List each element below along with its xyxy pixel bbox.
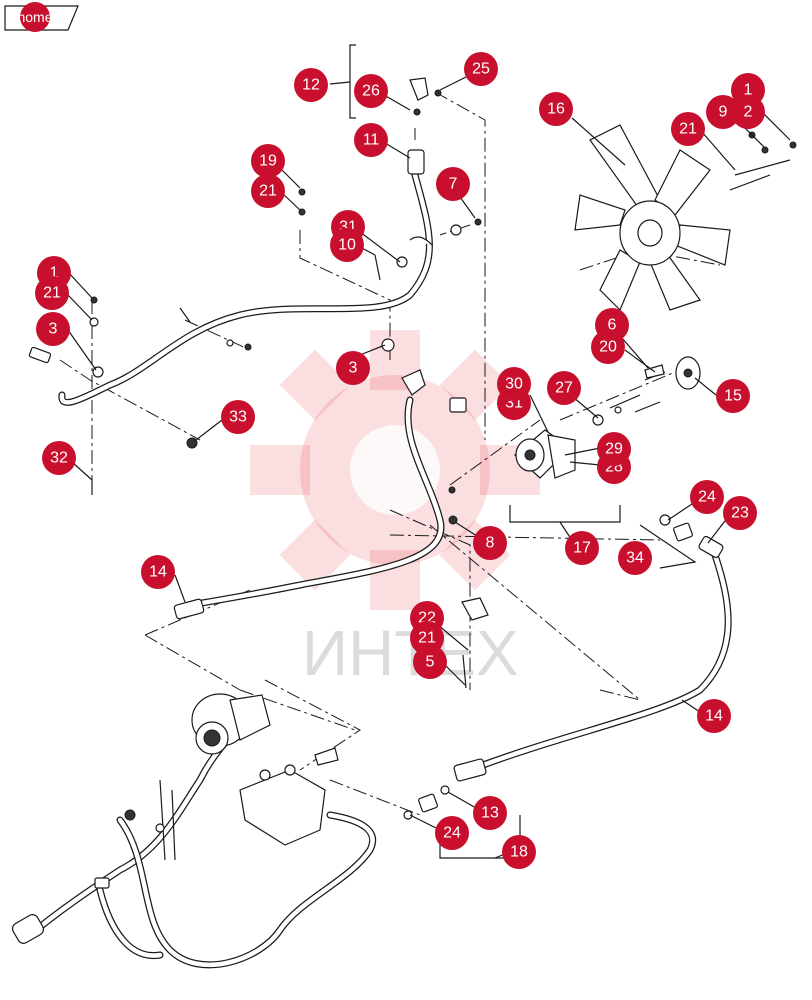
callout-29-label: 29 (605, 441, 623, 458)
callout-10-label: 10 (338, 237, 356, 254)
callout-24-b-label: 24 (443, 825, 461, 842)
callout-14-b-label: 14 (705, 708, 723, 725)
callout-21-b[interactable]: 21 (35, 276, 69, 310)
callout-15-label: 15 (724, 388, 742, 405)
callout-5-label: 5 (426, 654, 435, 671)
callout-10[interactable]: 10 (330, 228, 364, 262)
callout-19[interactable]: 19 (251, 144, 285, 178)
callout-14-a-label: 14 (149, 564, 167, 581)
callout-12[interactable]: 12 (294, 68, 328, 102)
callout-16-label: 16 (547, 101, 565, 118)
callout-30[interactable]: 30 (497, 367, 531, 401)
callout-27-label: 27 (555, 380, 573, 397)
callout-8-label: 8 (486, 535, 495, 552)
callout-13-label: 13 (481, 805, 499, 822)
callout-21-b-label: 21 (43, 285, 61, 302)
callout-15[interactable]: 15 (716, 379, 750, 413)
callout-23-label: 23 (731, 505, 749, 522)
callout-3-b-label: 3 (349, 360, 358, 377)
callout-9-label: 9 (719, 104, 728, 121)
callout-20-label: 20 (599, 339, 617, 356)
callout-2[interactable]: 2 (731, 95, 765, 129)
cooling-fan (574, 124, 797, 312)
callout-32-label: 32 (50, 450, 68, 467)
callout-18[interactable]: 18 (502, 835, 536, 869)
callout-2-label: 2 (744, 104, 753, 121)
callout-21-c[interactable]: 21 (671, 112, 705, 146)
callout-34-label: 34 (626, 550, 644, 567)
callout-26-label: 26 (362, 83, 380, 100)
callout-21-d-label: 21 (418, 630, 436, 647)
callout-21-a-label: 21 (259, 183, 277, 200)
callout-11[interactable]: 11 (354, 123, 388, 157)
callout-20[interactable]: 20 (591, 330, 625, 364)
callout-18-label: 18 (510, 844, 528, 861)
callout-33[interactable]: 33 (221, 400, 255, 434)
callout-3-a-label: 3 (49, 321, 58, 338)
callout-32[interactable]: 32 (42, 441, 76, 475)
callout-24-a-label: 24 (698, 489, 716, 506)
callout-25[interactable]: 25 (464, 52, 498, 86)
home-button-label: home (17, 9, 52, 25)
callout-17-label: 17 (573, 540, 591, 557)
callout-17[interactable]: 17 (565, 531, 599, 565)
callout-25-label: 25 (472, 61, 490, 78)
callout-27[interactable]: 27 (547, 371, 581, 405)
callout-3-a[interactable]: 3 (36, 312, 70, 346)
callout-21-c-label: 21 (679, 121, 697, 138)
callout-9[interactable]: 9 (706, 95, 740, 129)
callout-14-b[interactable]: 14 (697, 699, 731, 733)
callout-24-a[interactable]: 24 (690, 480, 724, 514)
callout-3-b[interactable]: 3 (336, 351, 370, 385)
callout-7[interactable]: 7 (436, 167, 470, 201)
callout-16[interactable]: 16 (539, 92, 573, 126)
callout-12-label: 12 (302, 77, 320, 94)
callout-21-a[interactable]: 21 (251, 174, 285, 208)
home-button[interactable]: home (4, 2, 79, 32)
callout-33-label: 33 (229, 409, 247, 426)
fittings (11, 77, 724, 944)
engine-pump-assembly (94, 693, 339, 889)
watermark-text: ИНТЕХ (302, 617, 519, 689)
callout-13[interactable]: 13 (473, 796, 507, 830)
callout-30-label: 30 (505, 376, 523, 393)
callout-24-b[interactable]: 24 (435, 816, 469, 850)
callout-7-label: 7 (449, 176, 458, 193)
callout-34[interactable]: 34 (618, 541, 652, 575)
fan-drive-hub (644, 356, 701, 390)
callout-6-label: 6 (608, 317, 617, 334)
callout-8[interactable]: 8 (473, 526, 507, 560)
callout-leaders (67, 72, 791, 831)
watermark-gear-logo (250, 330, 540, 610)
callout-1-b-label: 1 (744, 82, 753, 99)
callout-14-a[interactable]: 14 (141, 555, 175, 589)
callout-29[interactable]: 29 (597, 432, 631, 466)
hydraulic-motor (514, 429, 576, 479)
callout-23[interactable]: 23 (723, 496, 757, 530)
callout-1-a-label: 1 (50, 265, 59, 282)
callout-19-label: 19 (259, 153, 277, 170)
callout-5[interactable]: 5 (413, 645, 447, 679)
callout-26[interactable]: 26 (354, 74, 388, 108)
callout-11-label: 11 (363, 132, 380, 149)
